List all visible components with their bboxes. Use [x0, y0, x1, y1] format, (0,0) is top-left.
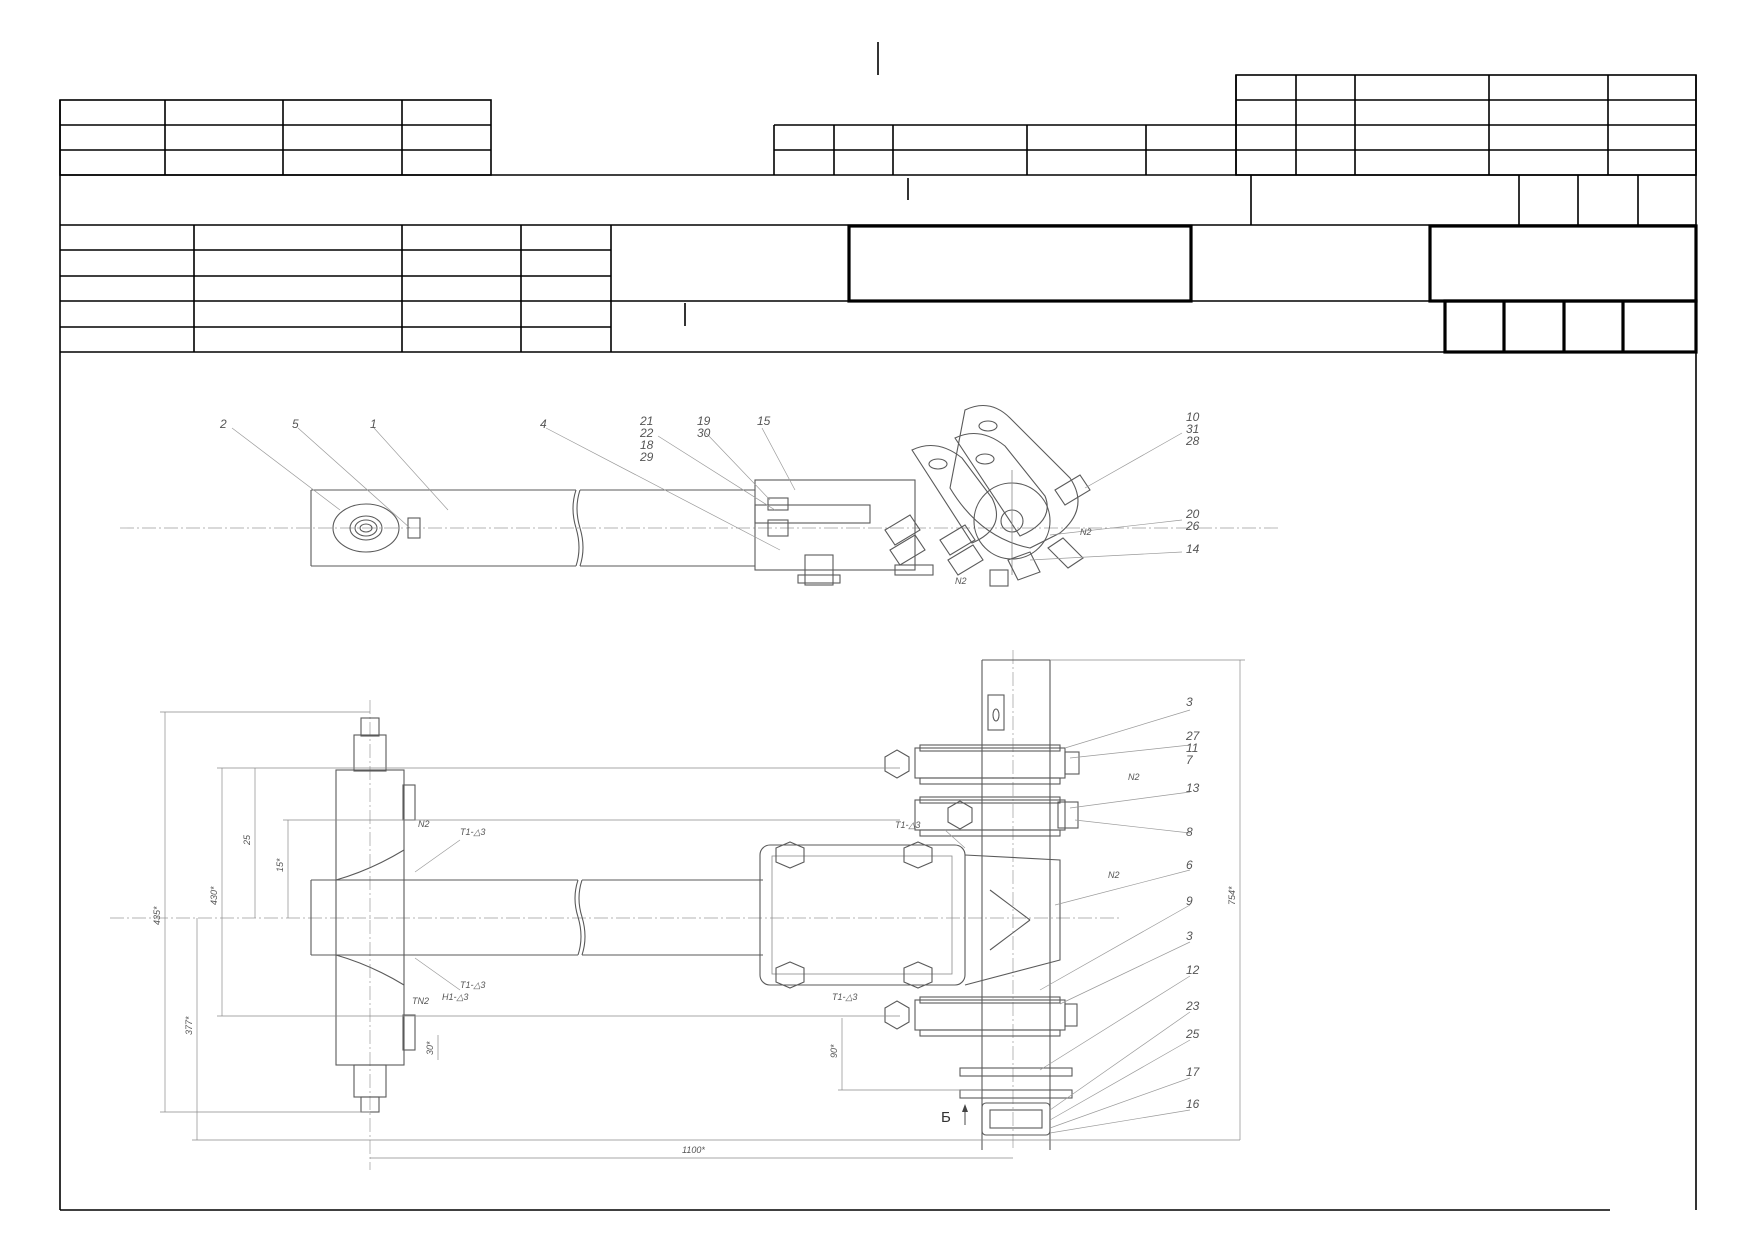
callout-14: 14 — [1186, 542, 1200, 556]
callout-9: 9 — [1186, 894, 1193, 908]
callout-31: 31 — [1186, 422, 1199, 436]
callout-11: 11 — [1186, 741, 1198, 755]
callout-22: 22 — [639, 426, 654, 440]
callout-16: 16 — [1186, 1097, 1200, 1111]
callout-3-top: 3 — [1186, 695, 1193, 709]
dim-pin-span: 25 — [242, 834, 252, 846]
view-label: Б — [941, 1109, 951, 1126]
weld-mark-tn2: TN2 — [412, 996, 429, 1006]
dim-inner-height: 430* — [209, 886, 219, 905]
dim-length: 1100* — [682, 1145, 705, 1155]
front-view — [110, 650, 1245, 1170]
top-view — [120, 404, 1280, 587]
weld-mark-t1-lower: T1-△3 — [460, 980, 485, 990]
dim-lower-90: 90* — [829, 1044, 839, 1058]
callout-labels: 2 5 1 4 21 22 18 29 19 30 15 10 31 28 20… — [219, 410, 1201, 1111]
callout-27: 27 — [1185, 729, 1201, 743]
callout-26: 26 — [1185, 519, 1200, 533]
dim-overall-height: 435* — [152, 906, 162, 925]
dim-lower-offset: 377* — [184, 1016, 194, 1035]
callout-25: 25 — [1185, 1027, 1200, 1041]
weld-mark-t1-clamp: T1-△3 — [832, 992, 857, 1002]
weld-mark-n2-clamp: N2 — [1128, 772, 1140, 782]
callout-17: 17 — [1186, 1065, 1201, 1079]
weld-mark-n2-plate: N2 — [1108, 870, 1120, 880]
callout-15: 15 — [757, 414, 771, 428]
weld-mark-n2-bottom: N2 — [955, 576, 967, 586]
callout-19: 19 — [697, 414, 711, 428]
callout-29: 29 — [639, 450, 654, 464]
dim-offset-15: 15* — [275, 858, 285, 872]
callout-1: 1 — [370, 417, 377, 431]
callout-13: 13 — [1186, 781, 1200, 795]
callout-28: 28 — [1185, 434, 1200, 448]
callout-5: 5 — [292, 417, 299, 431]
callout-3-bottom: 3 — [1186, 929, 1193, 943]
callout-21: 21 — [639, 414, 653, 428]
callout-6: 6 — [1186, 858, 1193, 872]
weld-mark-n2-top: N2 — [1080, 527, 1092, 537]
callout-30: 30 — [697, 426, 711, 440]
callout-23: 23 — [1185, 999, 1200, 1013]
weld-mark-h1: H1-△3 — [442, 992, 468, 1002]
header-grid — [59, 42, 1698, 1211]
callout-18: 18 — [640, 438, 654, 452]
weld-mark-n2-cylinder: N2 — [418, 819, 430, 829]
weld-marks: N2 N2 N2 N2 N2 T1-△3 T1-△3 H1-△3 TN2 T1-… — [412, 527, 1140, 1006]
weld-mark-t1-plate: T1-△3 — [895, 820, 920, 830]
callout-7: 7 — [1186, 753, 1194, 767]
dim-right-height: 754* — [1227, 886, 1237, 905]
dim-small-30: 30* — [425, 1041, 435, 1055]
callout-20: 20 — [1185, 507, 1200, 521]
dimension-labels: 435* 430* 25 15* 377* 30* 90* 754* 1100* — [152, 834, 1237, 1155]
weld-mark-t1-upper: T1-△3 — [460, 827, 485, 837]
callout-4: 4 — [540, 417, 547, 431]
callout-10: 10 — [1186, 410, 1200, 424]
callout-2: 2 — [219, 417, 227, 431]
callout-12: 12 — [1186, 963, 1200, 977]
callout-8: 8 — [1186, 825, 1193, 839]
